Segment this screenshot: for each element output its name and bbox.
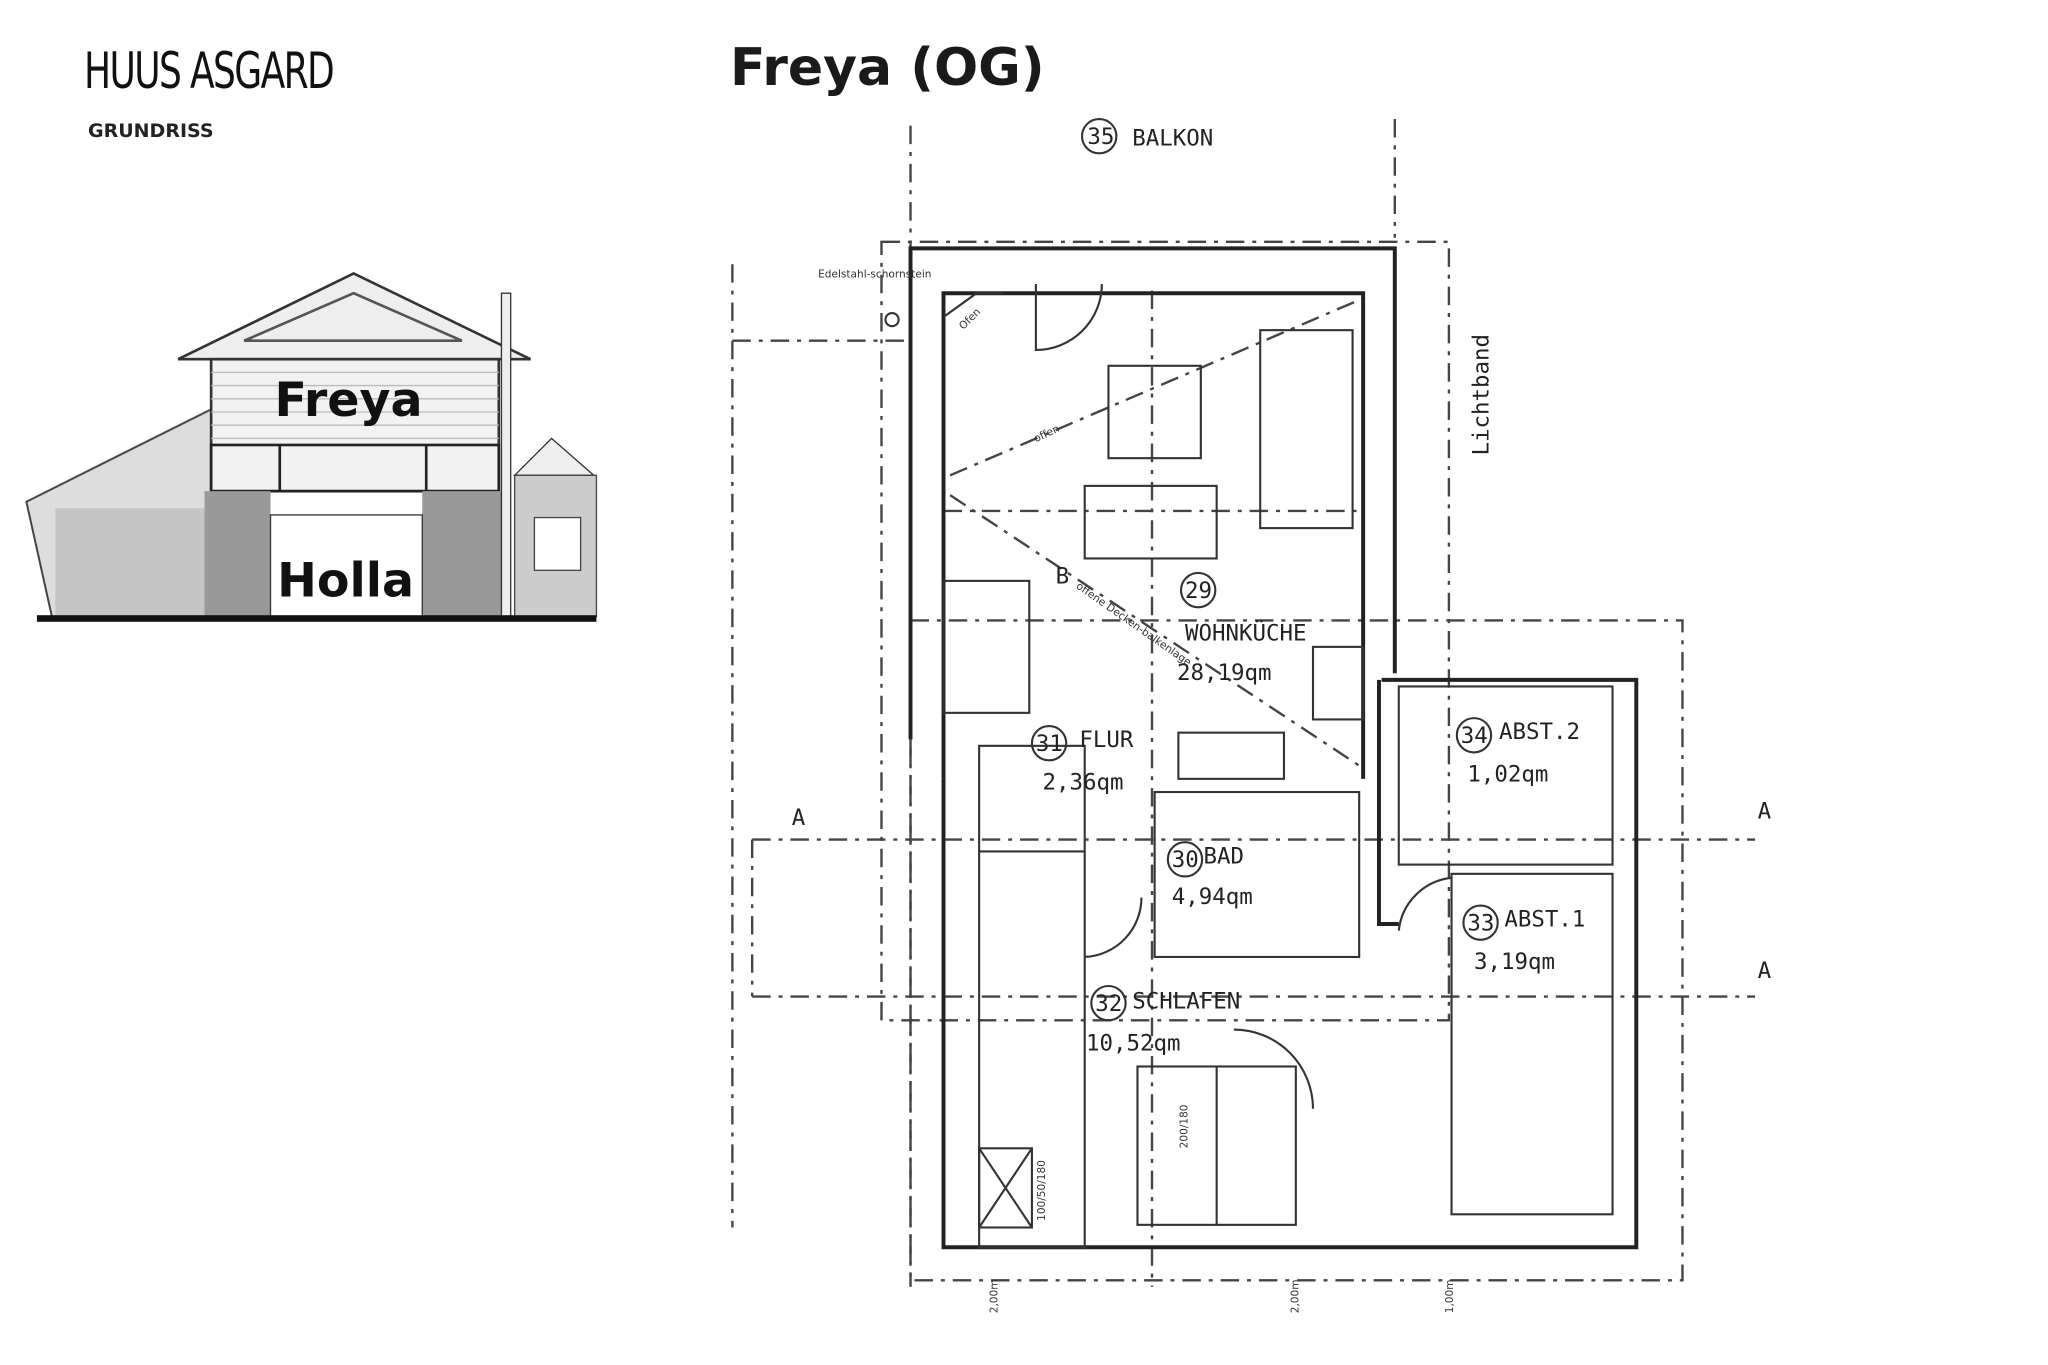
bed-size-label: 200/180 <box>1179 1104 1191 1148</box>
chimney-label: Edelstahl-schornstein <box>818 268 931 280</box>
oven-label: Ofen <box>957 306 983 332</box>
room-name-wohnkueche: WOHNKÜCHE <box>1185 618 1307 646</box>
lichtband-label: Lichtband <box>1468 334 1494 456</box>
elevation-label-holla: Holla <box>277 554 414 609</box>
room-area-schlafen: 10,52qm <box>1086 1031 1181 1057</box>
balcony-number: 35 <box>1087 124 1114 150</box>
room-number-flur: 31 <box>1036 731 1063 757</box>
open-label: offen <box>1032 423 1061 445</box>
dimension-2: 2,00m <box>1289 1279 1301 1313</box>
dimension-3: 1,00m <box>1444 1279 1456 1313</box>
room-name-abst1: ABST.1 <box>1504 907 1585 933</box>
section-a-marker-right-upper: A <box>1758 798 1772 824</box>
room-name-bad: BAD <box>1203 843 1244 869</box>
page-title: Freya (OG) <box>730 38 1045 98</box>
brand-logo: HUUS ASGARD <box>84 42 335 100</box>
room-name-schlafen: SCHLAFEN <box>1132 988 1240 1014</box>
room-area-abst1: 3,19qm <box>1474 949 1555 975</box>
house-elevation: Freya Holla <box>25 271 598 622</box>
room-number-abst2: 34 <box>1461 723 1488 749</box>
section-a-marker-left: A <box>792 805 806 831</box>
beams-label: offene Decken-balkenlage <box>1074 580 1193 669</box>
subtitle: GRUNDRISS <box>88 120 214 142</box>
room-area-wohnkueche: 28,19qm <box>1177 660 1272 686</box>
plan-labels: 35 BALKON 29 WOHNKÜCHE 28,19qm 31 FLUR 2… <box>792 117 1772 1313</box>
room-number-wohnkueche: 29 <box>1185 578 1212 604</box>
walls <box>884 246 1639 1250</box>
section-b-marker: B <box>1056 564 1070 590</box>
section-a-marker-right-lower: A <box>1758 958 1772 984</box>
room-number-bad: 30 <box>1172 847 1199 873</box>
room-name-flur: FLUR <box>1079 727 1133 753</box>
room-number-schlafen: 32 <box>1095 991 1122 1017</box>
room-area-bad: 4,94qm <box>1172 884 1253 910</box>
room-area-flur: 2,36qm <box>1042 769 1123 795</box>
elevation-label-freya: Freya <box>274 373 422 428</box>
dimension-1: 2,00m <box>989 1279 1001 1313</box>
room-area-abst2: 1,02qm <box>1467 761 1548 787</box>
balcony-label: BALKON <box>1132 125 1213 151</box>
wardrobe-size-label: 100/50/180 <box>1036 1160 1048 1221</box>
room-name-abst2: ABST.2 <box>1499 719 1580 745</box>
room-number-abst1: 33 <box>1467 911 1494 937</box>
